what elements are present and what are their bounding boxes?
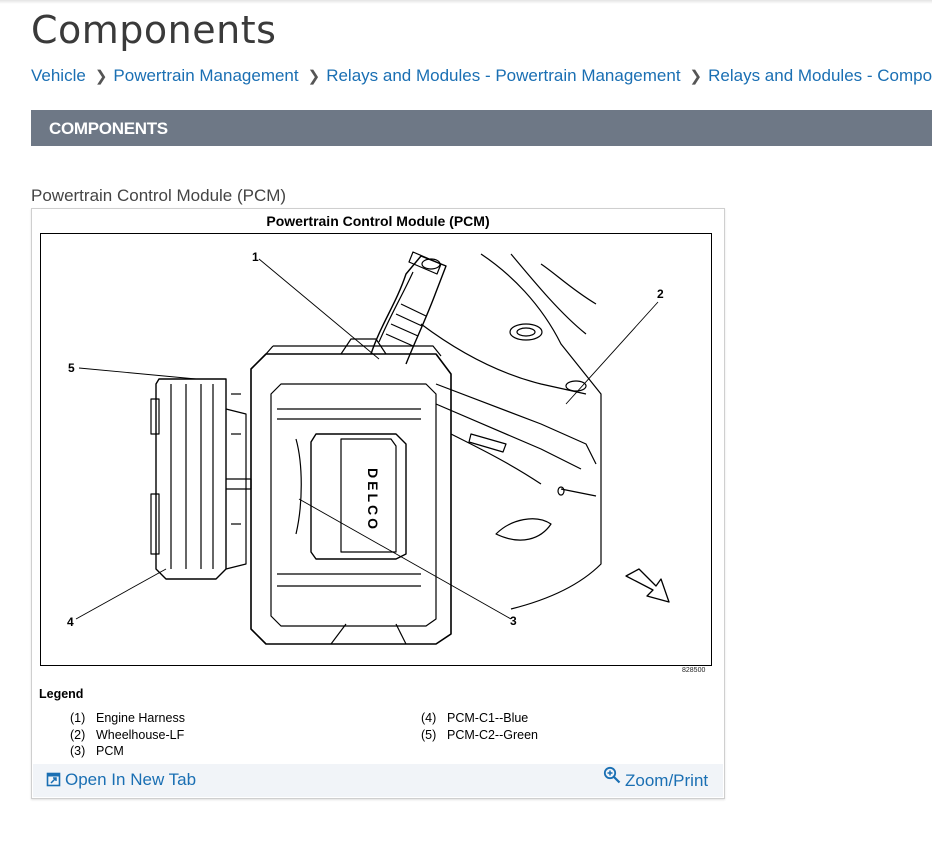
legend-item: (1)Engine Harness	[70, 711, 185, 725]
page-title: Components	[31, 8, 277, 52]
breadcrumb-relays-components[interactable]: Relays and Modules - Components	[708, 66, 932, 85]
breadcrumb-relays-modules[interactable]: Relays and Modules - Powertrain Manageme…	[326, 66, 681, 85]
module-brand-label: DELCO	[365, 468, 381, 532]
pcm-module	[310, 433, 407, 560]
leader-line-5	[78, 367, 197, 380]
callout-1: 1	[252, 250, 259, 264]
pcm-diagram[interactable]: 1 2 3 4 5 DELCO	[40, 233, 712, 666]
legend-column-left: (1)Engine Harness (2)Wheelhouse-LF (3)PC…	[70, 711, 185, 761]
legend-title: Legend	[39, 687, 84, 701]
figure-card: Powertrain Control Module (PCM)	[31, 208, 725, 799]
breadcrumb: Vehicle ❯ Powertrain Management ❯ Relays and…	[31, 66, 932, 90]
chevron-right-icon: ❯	[689, 68, 703, 85]
callout-5: 5	[68, 361, 75, 375]
pcm-illustration	[75, 251, 670, 645]
leader-line-2	[565, 301, 659, 405]
pcm-bracket	[250, 353, 452, 645]
top-shadow	[0, 0, 932, 4]
legend-item: (4)PCM-C1--Blue	[421, 711, 529, 725]
leader-line-4	[75, 568, 167, 620]
legend-item: (3)PCM	[70, 744, 124, 758]
callout-3: 3	[510, 614, 517, 628]
figure-title: Powertrain Control Module (PCM)	[266, 213, 490, 229]
wheelhouse-outline	[480, 253, 602, 610]
figure-id: 828500	[682, 667, 706, 674]
front-direction-arrow	[625, 568, 670, 603]
legend-item: (2)Wheelhouse-LF	[70, 727, 185, 742]
legend-column-right: (4)PCM-C1--Blue (5)PCM-C2--Green	[421, 711, 538, 744]
chevron-right-icon: ❯	[307, 68, 321, 85]
breadcrumb-powertrain-management[interactable]: Powertrain Management	[113, 66, 299, 85]
figure-toolbar: Open In New Tab Zoom/Print	[33, 764, 723, 797]
chevron-right-icon: ❯	[94, 68, 108, 85]
callout-4: 4	[67, 615, 74, 629]
section-header: COMPONENTS	[31, 110, 932, 146]
leader-line-3	[298, 498, 512, 620]
open-new-tab-icon	[46, 772, 61, 787]
zoom-print-button[interactable]: Zoom/Print	[603, 766, 708, 790]
breadcrumb-vehicle[interactable]: Vehicle	[31, 66, 86, 85]
open-new-tab-button[interactable]: Open In New Tab	[46, 770, 196, 790]
zoom-in-icon	[603, 766, 621, 784]
legend-item: (5)PCM-C2--Green	[421, 727, 538, 742]
pcm-connectors	[155, 378, 227, 580]
callout-2: 2	[657, 287, 664, 301]
leader-line-1	[258, 258, 380, 360]
section-heading: COMPONENTS	[49, 119, 168, 138]
figure-caption: Powertrain Control Module (PCM)	[31, 186, 287, 205]
